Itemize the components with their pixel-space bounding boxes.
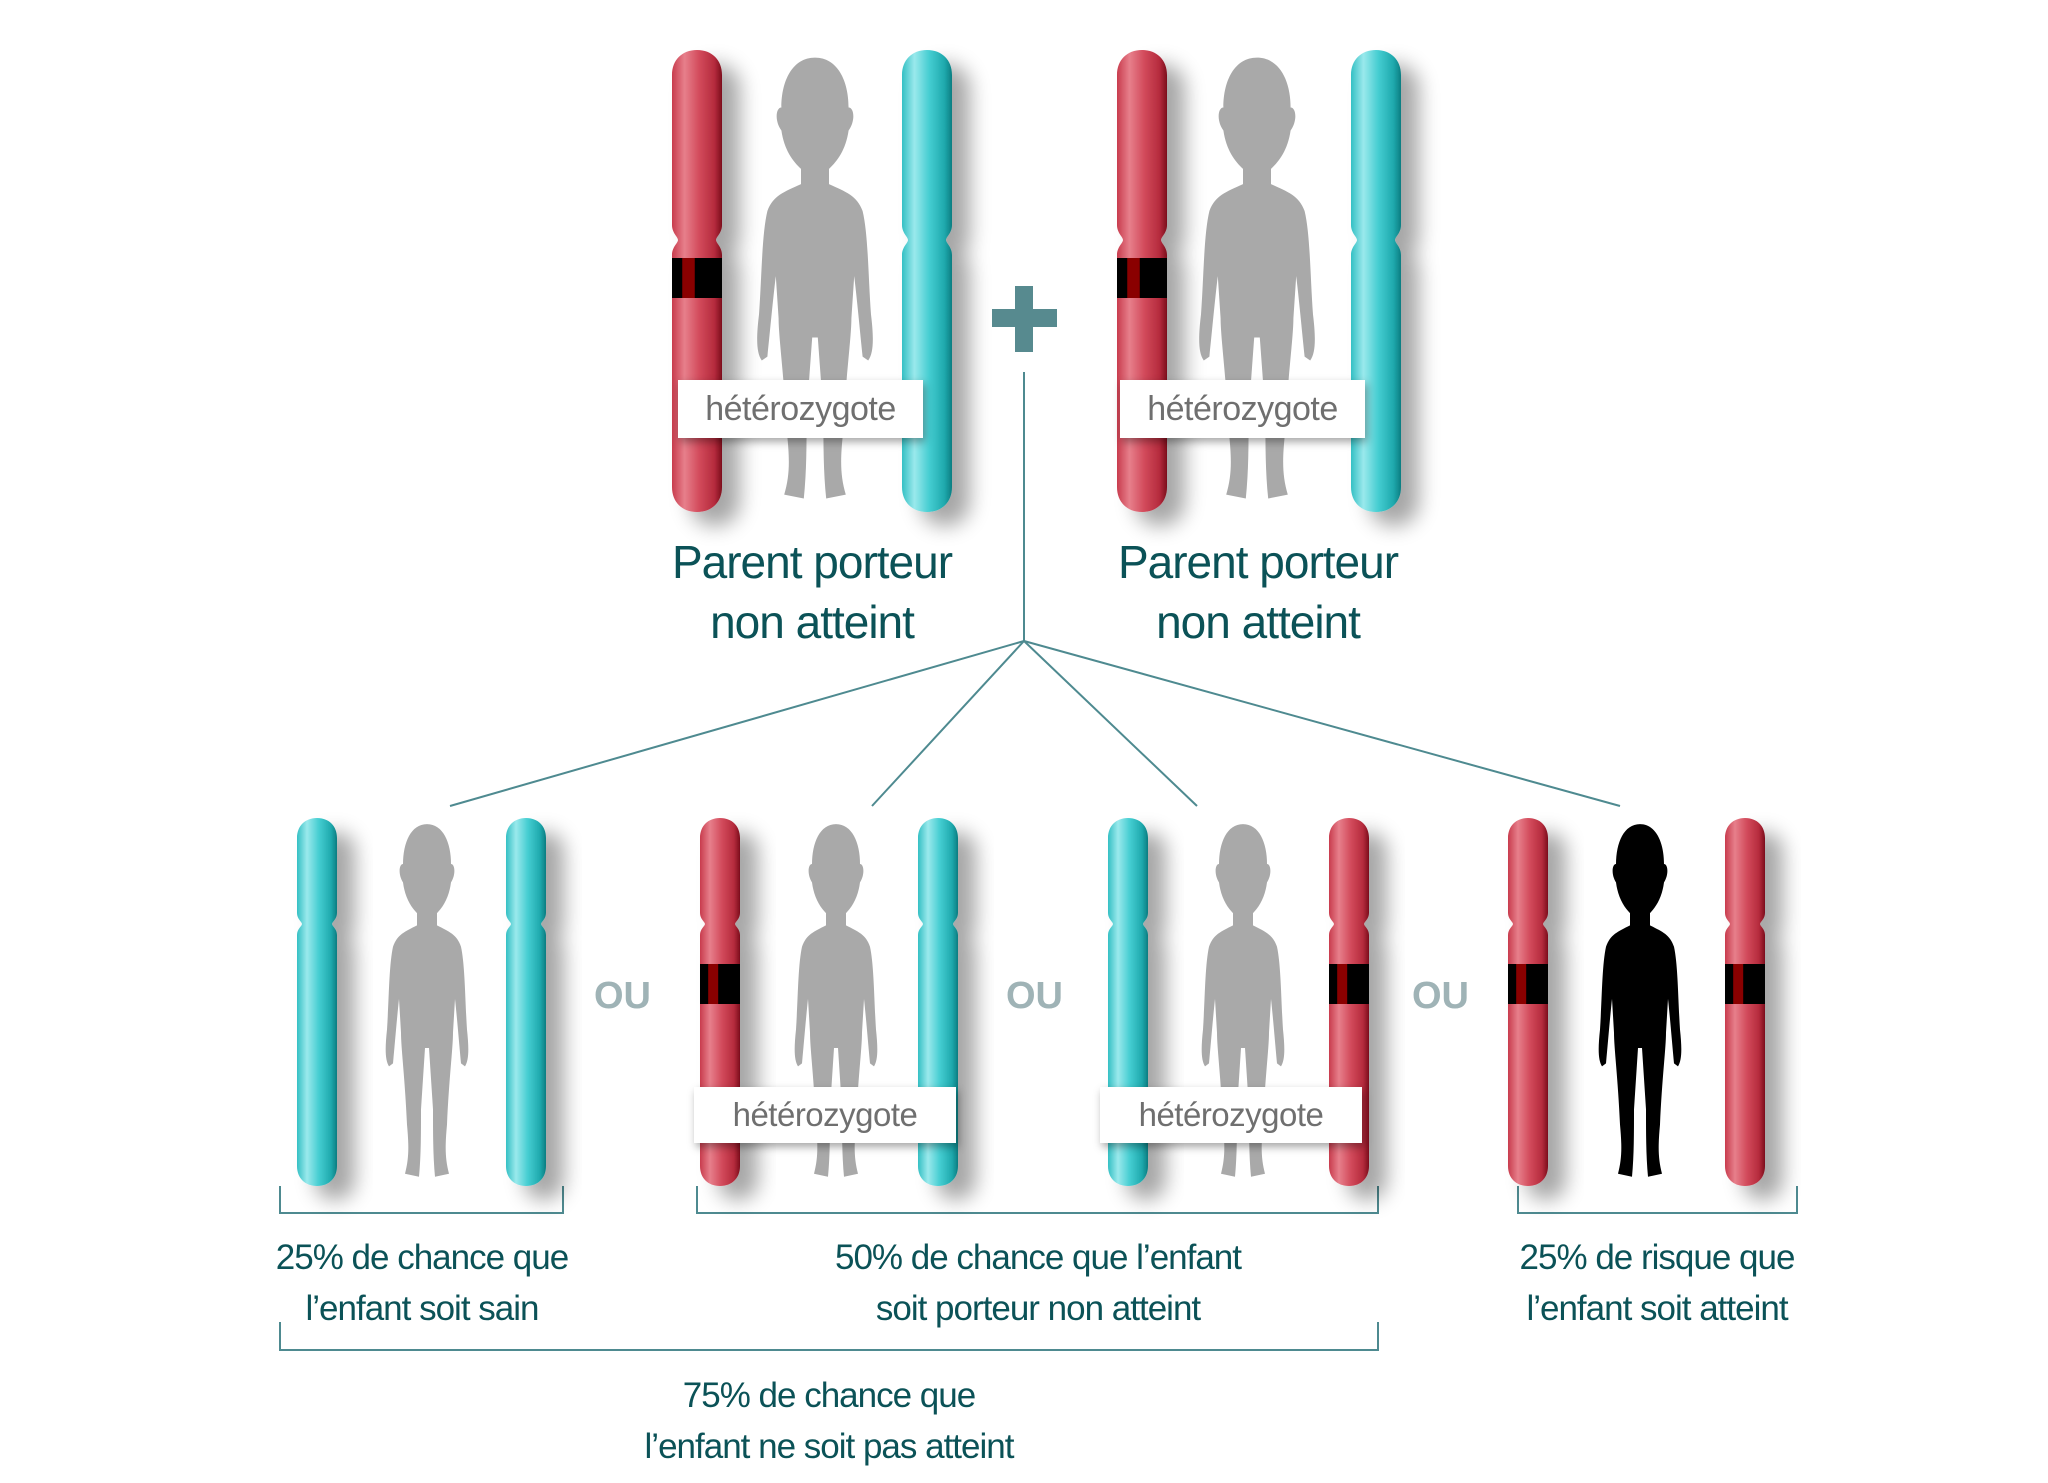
branch-line-child-3 — [1023, 640, 1198, 807]
mutation-band — [1117, 258, 1167, 298]
mutation-band — [1508, 964, 1548, 1004]
mutation-band — [700, 964, 740, 1004]
mutant-chromosome — [1117, 50, 1167, 512]
normal-chromosome — [902, 50, 952, 512]
branch-line-child-1 — [449, 640, 1025, 807]
bracket-not-affected — [279, 1322, 1379, 1351]
or-separator-1: OU — [594, 975, 651, 1017]
mutant-chromosome — [672, 50, 722, 512]
outcome-healthy-caption: 25% de chance que l’enfant soit sain — [222, 1232, 622, 1334]
heterozygote-label: hétérozygote — [694, 1087, 956, 1143]
parent-caption: Parent porteur non atteint — [612, 532, 1012, 652]
or-separator-3: OU — [1412, 975, 1469, 1017]
parent-caption-line-2: non atteint — [1156, 596, 1361, 648]
outcome-carrier-line-2: soit porteur non atteint — [875, 1289, 1201, 1328]
bracket-healthy — [279, 1186, 564, 1214]
heterozygote-label: hétérozygote — [1120, 380, 1365, 438]
heterozygote-label: hétérozygote — [678, 380, 923, 438]
bracket-carrier — [696, 1186, 1379, 1214]
normal-chromosome — [506, 818, 546, 1186]
parent-caption-line-2: non atteint — [710, 596, 915, 648]
outcome-healthy-line-1: 25% de chance que — [275, 1238, 569, 1277]
unaffected-child-silhouette — [1187, 50, 1327, 510]
outcome-affected-line-1: 25% de risque que — [1519, 1238, 1796, 1277]
outcome-not-affected-caption: 75% de chance que l’enfant ne soit pas a… — [629, 1370, 1029, 1472]
mutant-chromosome — [1508, 818, 1548, 1186]
plus-vertical — [1015, 286, 1033, 352]
outcome-not-affected-line-2: l’enfant ne soit pas atteint — [644, 1427, 1015, 1466]
or-separator-2: OU — [1006, 975, 1063, 1017]
normal-chromosome — [1351, 50, 1401, 512]
parent-caption: Parent porteur non atteint — [1058, 532, 1458, 652]
normal-chromosome — [297, 818, 337, 1186]
mutation-band — [1329, 964, 1369, 1004]
parent-caption-line-1: Parent porteur — [1117, 536, 1399, 588]
outcome-healthy-line-2: l’enfant soit sain — [305, 1289, 540, 1328]
outcome-not-affected-line-1: 75% de chance que — [682, 1376, 976, 1415]
outcome-affected-caption: 25% de risque que l’enfant soit atteint — [1457, 1232, 1857, 1334]
bracket-affected — [1517, 1186, 1798, 1214]
outcome-carrier-caption: 50% de chance que l’enfant soit porteur … — [788, 1232, 1288, 1334]
unaffected-child-silhouette — [377, 818, 477, 1186]
heterozygote-label: hétérozygote — [1100, 1087, 1362, 1143]
mutant-chromosome — [1725, 818, 1765, 1186]
outcome-carrier-line-1: 50% de chance que l’enfant — [835, 1238, 1242, 1277]
parent-caption-line-1: Parent porteur — [671, 536, 953, 588]
branch-line-child-4 — [1023, 640, 1621, 807]
affected-child-silhouette — [1590, 818, 1690, 1186]
mutation-band — [1725, 964, 1765, 1004]
branch-line-child-2 — [871, 640, 1025, 807]
outcome-affected-line-2: l’enfant soit atteint — [1526, 1289, 1788, 1328]
unaffected-child-silhouette — [745, 50, 885, 510]
mutation-band — [672, 258, 722, 298]
